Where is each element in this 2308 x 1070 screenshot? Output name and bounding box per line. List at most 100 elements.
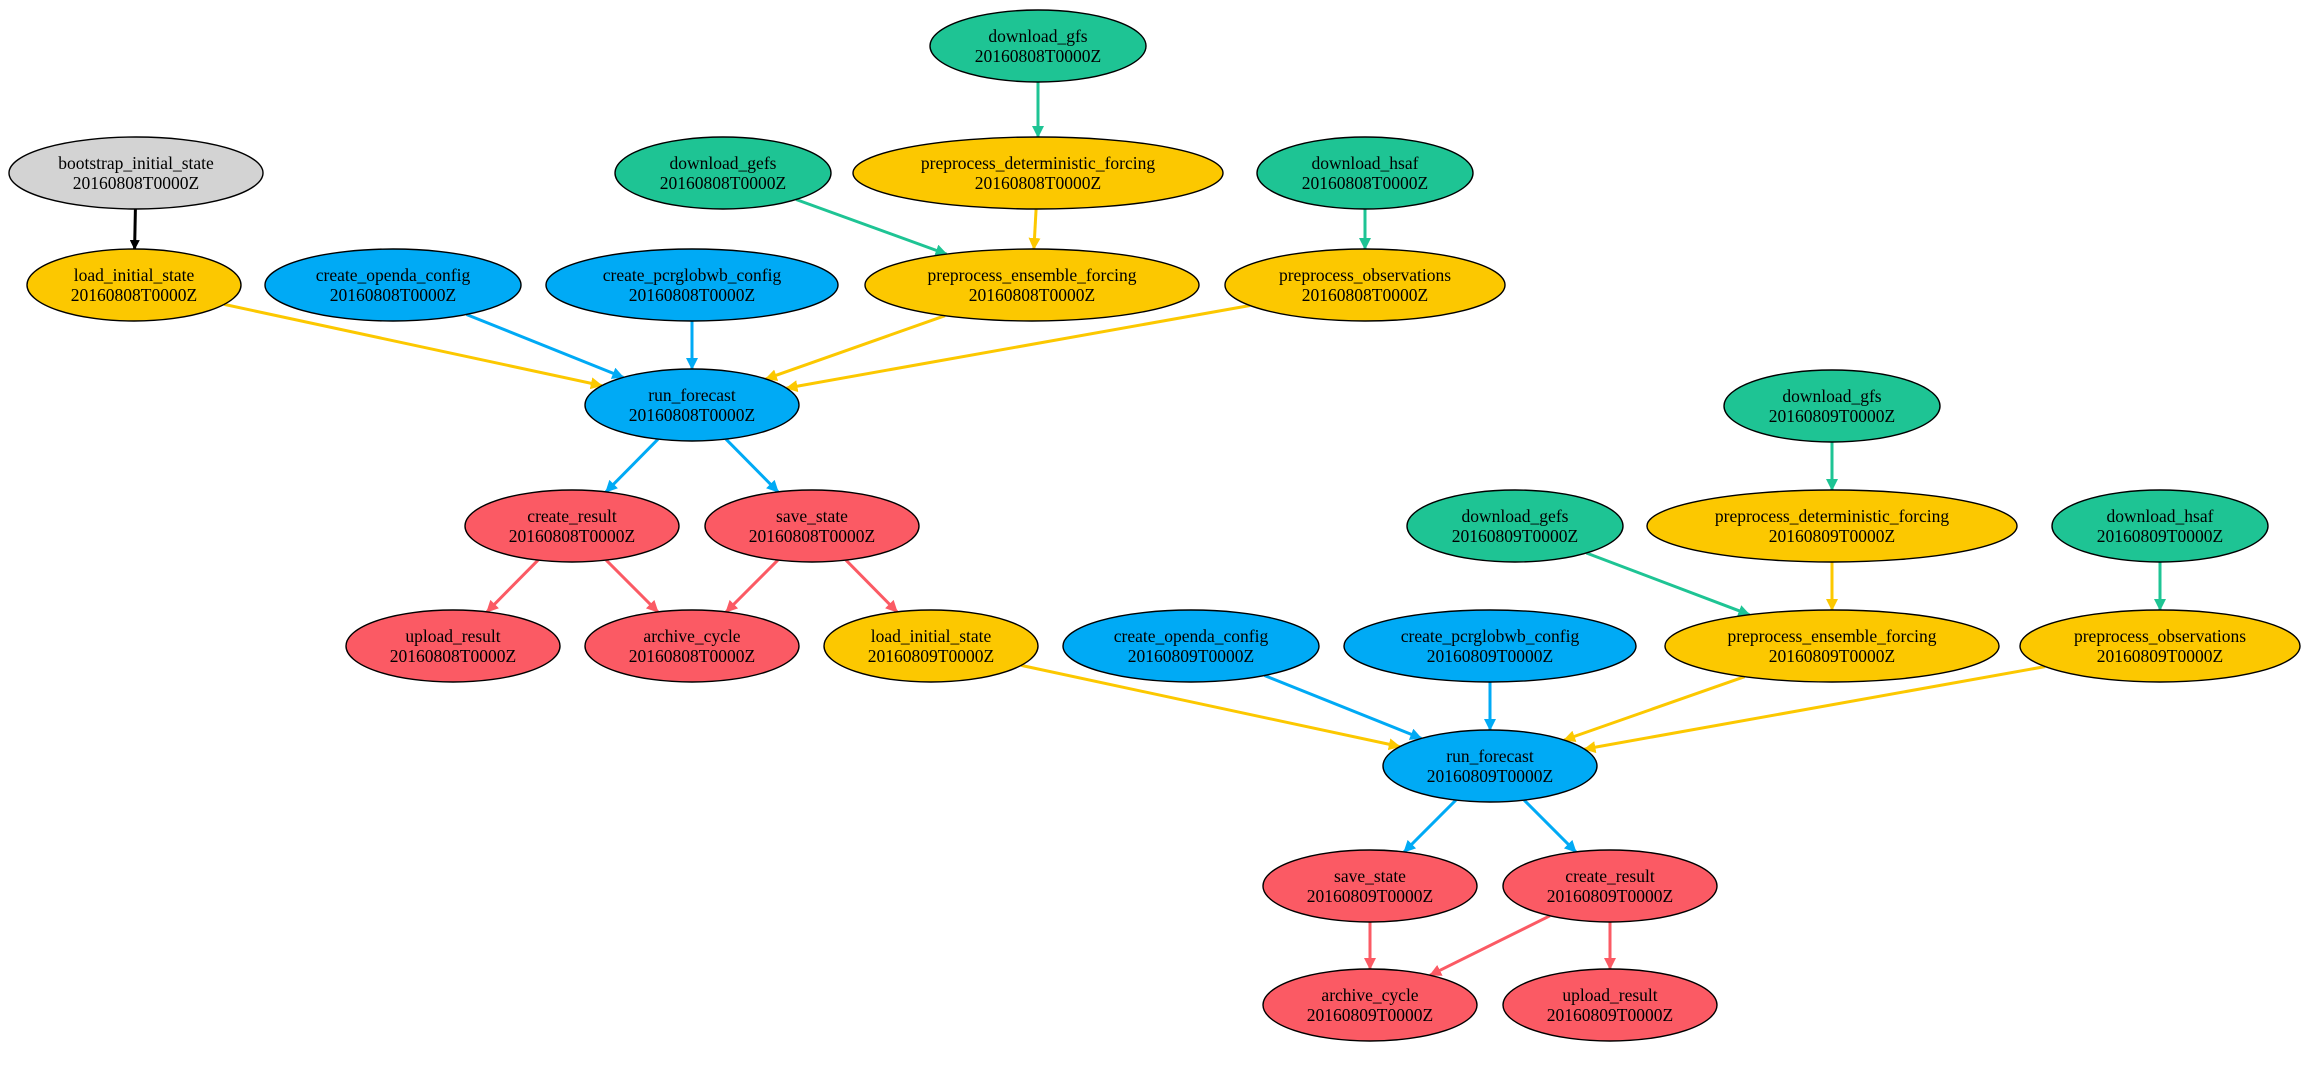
- task-name: upload_result: [405, 626, 500, 646]
- task-cycle-date: 20160808T0000Z: [1302, 173, 1428, 193]
- edge-run_0809-to-cres_0809: [1523, 799, 1577, 853]
- edge-save_0808-to-arch_0808: [725, 559, 779, 613]
- task-node-shape: [852, 136, 1224, 210]
- edge-line: [465, 313, 625, 379]
- task-name: download_gefs: [670, 153, 777, 173]
- task-name: create_pcrglobwb_config: [603, 265, 782, 285]
- edge-dl_gefs_0808-to-pre_ens_0808: [795, 198, 948, 256]
- edge-line: [604, 438, 660, 493]
- task-node-pre-ens-0808[interactable]: preprocess_ensemble_forcing20160808T0000…: [864, 248, 1200, 322]
- task-node-shape: [1646, 489, 2018, 563]
- task-name: download_hsaf: [1312, 153, 1419, 173]
- edge-openda_0808-to-run_0808: [465, 313, 625, 379]
- task-name: create_pcrglobwb_config: [1401, 626, 1580, 646]
- task-cycle-date: 20160809T0000Z: [1769, 406, 1895, 426]
- task-name: run_forecast: [648, 385, 736, 405]
- task-node-shape: [864, 248, 1200, 322]
- task-cycle-date: 20160808T0000Z: [509, 526, 635, 546]
- task-name: preprocess_deterministic_forcing: [921, 153, 1155, 173]
- task-cycle-date: 20160809T0000Z: [1427, 646, 1553, 666]
- task-name: preprocess_observations: [2074, 626, 2246, 646]
- task-node-pre-det-0809[interactable]: preprocess_deterministic_forcing20160809…: [1646, 489, 2018, 563]
- task-cycle-date: 20160809T0000Z: [1128, 646, 1254, 666]
- edge-pre_det_0808-to-pre_ens_0808: [1028, 208, 1041, 250]
- task-name: preprocess_deterministic_forcing: [1715, 506, 1949, 526]
- task-name: download_gfs: [1782, 386, 1881, 406]
- task-node-shape: [823, 609, 1039, 683]
- task-name: load_initial_state: [74, 265, 195, 285]
- task-node-shape: [614, 136, 832, 210]
- edge-cres_0808-to-arch_0808: [605, 559, 659, 613]
- task-cycle-date: 20160809T0000Z: [1547, 1005, 1673, 1025]
- task-name: create_result: [527, 506, 617, 526]
- task-name: preprocess_ensemble_forcing: [1728, 626, 1937, 646]
- edge-run_0808-to-save_0808: [724, 438, 780, 493]
- task-node-shape: [1723, 369, 1941, 443]
- edge-line: [1585, 551, 1751, 617]
- task-node-shape: [264, 248, 522, 322]
- edge-run_0808-to-cres_0808: [604, 438, 660, 493]
- edge-line: [1429, 914, 1551, 977]
- edge-line: [1403, 799, 1457, 853]
- task-cycle-date: 20160808T0000Z: [969, 285, 1095, 305]
- task-cycle-date: 20160808T0000Z: [660, 173, 786, 193]
- edge-line: [844, 559, 899, 613]
- edge-line: [223, 302, 603, 390]
- task-cycle-date: 20160809T0000Z: [2097, 646, 2223, 666]
- edge-line: [129, 208, 140, 250]
- task-node-pre-ens-0809[interactable]: preprocess_ensemble_forcing20160809T0000…: [1664, 609, 2000, 683]
- task-cycle-date: 20160808T0000Z: [749, 526, 875, 546]
- task-cycle-date: 20160809T0000Z: [1307, 886, 1433, 906]
- edge-line: [724, 438, 780, 493]
- task-cycle-date: 20160808T0000Z: [629, 405, 755, 425]
- task-name: download_gefs: [1462, 506, 1569, 526]
- task-node-shape: [1262, 968, 1478, 1042]
- task-cycle-date: 20160809T0000Z: [1427, 766, 1553, 786]
- task-name: create_openda_config: [1114, 626, 1269, 646]
- edge-line: [795, 198, 948, 256]
- task-node-pre-det-0808[interactable]: preprocess_deterministic_forcing20160808…: [852, 136, 1224, 210]
- task-node-shape: [584, 609, 800, 683]
- task-cycle-date: 20160809T0000Z: [2097, 526, 2223, 546]
- edges-layer: [129, 82, 2166, 977]
- task-name: run_forecast: [1446, 746, 1534, 766]
- task-node-shape: [1256, 136, 1474, 210]
- edge-pre_obs_0808-to-run_0808: [785, 304, 1251, 393]
- edge-line: [764, 314, 946, 381]
- edge-pre_ens_0809-to-run_0809: [1563, 675, 1746, 743]
- task-name: preprocess_ensemble_forcing: [928, 265, 1137, 285]
- edge-pre_obs_0809-to-run_0809: [1583, 665, 2046, 754]
- task-name: load_initial_state: [871, 626, 992, 646]
- task-node-shape: [929, 9, 1147, 83]
- edge-line: [725, 559, 779, 613]
- task-node-shape: [1406, 489, 1624, 563]
- task-node-shape: [345, 609, 561, 683]
- task-node-shape: [1502, 968, 1718, 1042]
